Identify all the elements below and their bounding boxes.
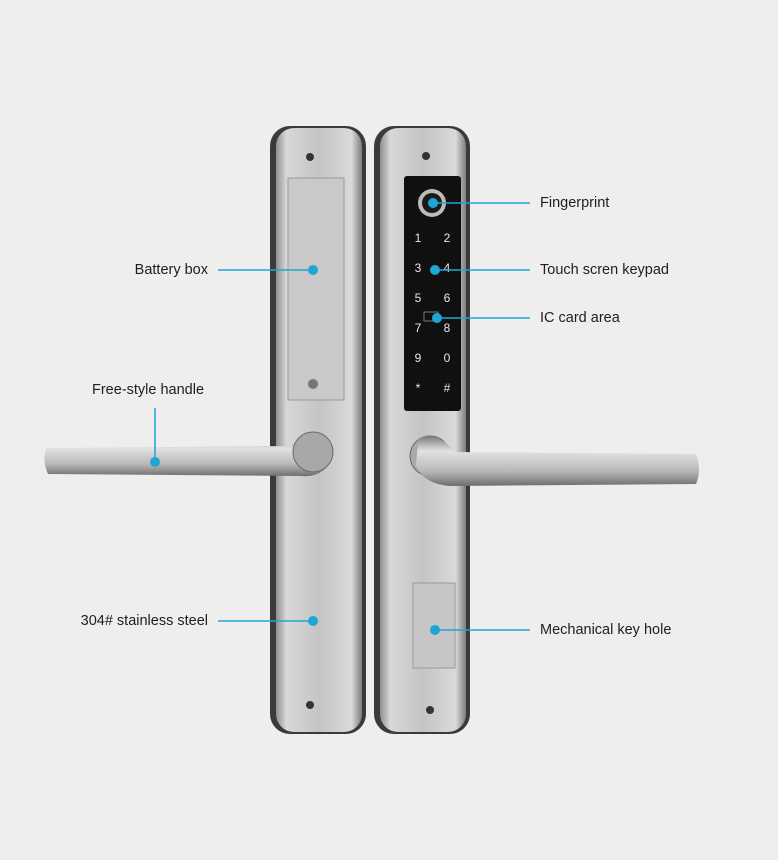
keypad-key: #: [444, 381, 451, 395]
label-ic-card: IC card area: [540, 310, 620, 326]
right-plate: [374, 126, 470, 734]
label-fingerprint: Fingerprint: [540, 195, 610, 211]
callout-dot-battery: [308, 265, 318, 275]
top-screw-hole: [306, 153, 314, 161]
bottom-screw-hole: [306, 701, 314, 709]
battery-screw: [308, 379, 318, 389]
label-battery-box: Battery box: [134, 262, 208, 278]
label-steel: 304# stainless steel: [80, 613, 208, 629]
keypad-key: *: [416, 381, 421, 395]
keypad-key: 7: [415, 321, 422, 335]
callout-dot-steel: [308, 616, 318, 626]
callout-dot-keypad: [430, 265, 440, 275]
label-handle: Free-style handle: [92, 382, 205, 398]
callout-dot-ic: [432, 313, 442, 323]
callout-dot-keyhole: [430, 625, 440, 635]
keypad-key: 1: [415, 231, 422, 245]
callout-dot-fingerprint: [428, 198, 438, 208]
callout-lines: [150, 198, 530, 635]
left-plate: [270, 126, 366, 734]
keypad-keys: 1 2 3 4 5 6 7 8 9 0 * #: [415, 231, 451, 395]
keypad-key: 9: [415, 351, 422, 365]
label-key-hole: Mechanical key hole: [540, 622, 672, 638]
callout-dot-handle: [150, 457, 160, 467]
keypad-key: 0: [444, 351, 451, 365]
keypad-key: 2: [444, 231, 451, 245]
battery-box: [287, 177, 345, 401]
keypad-key: 6: [444, 291, 451, 305]
keypad-key: 3: [415, 261, 422, 275]
keypad-key: 4: [444, 261, 451, 275]
label-keypad: Touch scren keypad: [540, 262, 669, 278]
keypad-key: 8: [444, 321, 451, 335]
left-handle: [44, 431, 334, 477]
keypad-key: 5: [415, 291, 422, 305]
keypad-panel: [404, 176, 461, 411]
right-handle: [409, 435, 699, 486]
